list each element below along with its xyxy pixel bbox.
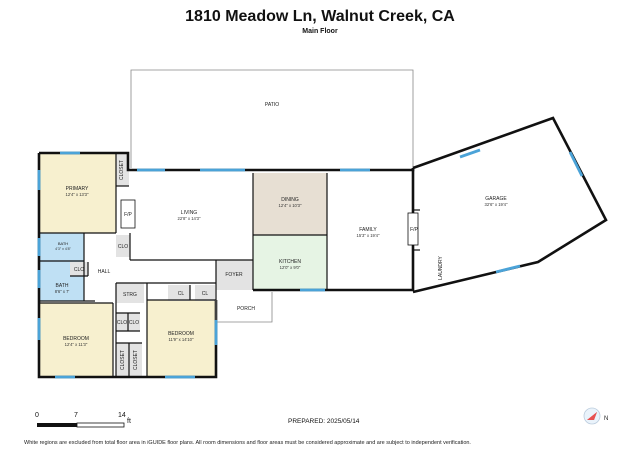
bedroom-left-dims: 12'4" x 11'3" — [65, 342, 88, 347]
compass-icon: N — [582, 405, 610, 432]
page-title: 1810 Meadow Ln, Walnut Creek, CA — [185, 8, 455, 25]
cl-b-room — [195, 285, 215, 301]
family-dims: 15'3" x 19'4" — [357, 233, 380, 238]
fireplace-living — [120, 199, 136, 229]
foyer-label: FOYER — [225, 272, 243, 278]
strg-room — [116, 283, 144, 303]
clo-b-room — [128, 313, 140, 331]
kitchen-room — [253, 235, 327, 290]
living-dims: 22'8" x 14'3" — [178, 216, 201, 221]
dining-room — [253, 173, 327, 235]
bedroom-right-room — [147, 300, 216, 376]
interior-walls — [39, 153, 420, 377]
bedroom-left-label: BEDROOM — [63, 336, 89, 342]
closet-primary-room — [116, 153, 129, 186]
bedroom-right-dims: 11'9" x 14'10" — [169, 337, 194, 342]
disclaimer-text: White regions are excluded from total fl… — [24, 440, 471, 446]
clo-primary-label: CLO — [118, 244, 128, 250]
primary-dims: 12'4" x 13'3" — [66, 192, 89, 197]
closet-b-label: CLOSET — [133, 350, 139, 370]
laundry-label: LAUNDRY — [438, 255, 444, 279]
bath-small-label: BATH — [58, 241, 68, 246]
dining-label: DINING — [281, 197, 299, 203]
floor-name: Main Floor — [302, 28, 338, 35]
clo-hall-label: CLO — [74, 267, 84, 273]
primary-room — [39, 153, 116, 233]
fp-living-label: F/P — [124, 212, 132, 218]
primary-label: PRIMARY — [66, 186, 89, 192]
bath-dims: 8'6" x 7' — [55, 289, 70, 294]
strg-label: STRG — [123, 292, 137, 298]
cl-b-label: CL — [202, 291, 209, 297]
foyer-room — [216, 260, 253, 290]
garage-dims: 32'6" x 19'4" — [485, 202, 508, 207]
hall-label: HALL — [98, 269, 111, 275]
scale-tick-7: 7 — [74, 412, 78, 419]
scale-tick-0: 0 — [35, 412, 39, 419]
porch-outline — [215, 292, 273, 323]
living-label: LIVING — [181, 210, 198, 216]
bath-small-dims: 4'3" x 4'8" — [55, 247, 71, 251]
patio-label: PATIO — [265, 102, 279, 108]
prepared-date: PREPARED: 2025/05/14 — [288, 418, 360, 425]
cl-a-label: CL — [178, 291, 185, 297]
clo-b-label: CLO — [129, 320, 139, 326]
closet-a-label: CLOSET — [120, 350, 126, 370]
family-label: FAMILY — [359, 227, 377, 233]
windows — [37, 148, 584, 379]
kitchen-dims: 12'0" x 9'0" — [280, 265, 301, 270]
clo-primary-room — [116, 235, 130, 257]
fireplace-family — [407, 212, 419, 246]
patio-outline — [130, 69, 414, 168]
bedroom-left-room — [39, 303, 113, 377]
scale-bar — [37, 422, 125, 428]
dining-dims: 12'4" x 10'3" — [279, 203, 302, 208]
clo-a-label: CLO — [117, 320, 127, 326]
garage-label: GARAGE — [485, 196, 507, 202]
bath-small-room — [39, 233, 84, 261]
scale-tick-14: 14 — [118, 412, 126, 419]
closet-b-room — [129, 343, 142, 376]
scale-unit: ft — [127, 418, 131, 425]
fp-family-label: F/P — [410, 227, 418, 233]
compass-label: N — [604, 416, 608, 422]
closet-primary-label: CLOSET — [119, 160, 125, 180]
cl-a-room — [168, 285, 190, 301]
clo-a-room — [116, 313, 128, 331]
bath-label: BATH — [56, 283, 69, 289]
closet-a-room — [116, 343, 129, 376]
porch-label: PORCH — [237, 306, 255, 312]
kitchen-label: KITCHEN — [279, 259, 301, 265]
bedroom-right-label: BEDROOM — [168, 331, 194, 337]
